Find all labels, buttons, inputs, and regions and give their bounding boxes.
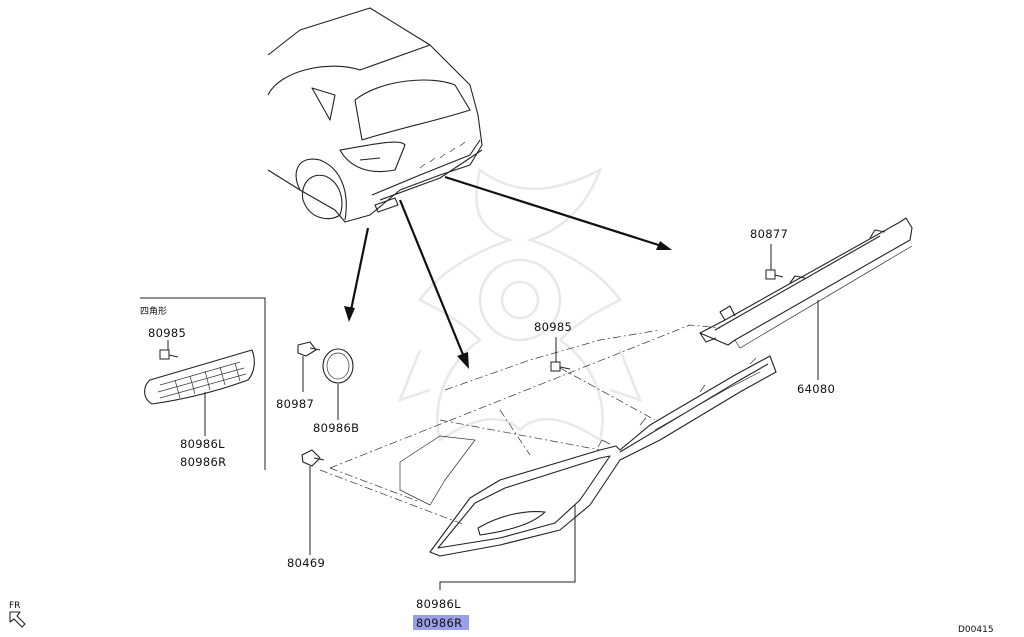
bumper-bracket-64080: 64080 (699, 217, 913, 396)
label-80985-inset: 80985 (148, 326, 186, 340)
car-rear-illustration (267, 7, 483, 223)
side-reflector-square (144, 349, 255, 405)
label-80986B: 80986B (313, 421, 359, 435)
assembly-dash-lines (319, 324, 721, 526)
label-80986R-main: 80986R (416, 616, 462, 630)
label-64080: 64080 (797, 382, 835, 396)
corner-code: D00415 (958, 625, 994, 635)
screw-80985-inset (159, 349, 179, 360)
assembly-leader: 80986L 80986R (413, 505, 576, 630)
highlight-80986R (413, 615, 469, 630)
label-80986L-main: 80986L (416, 597, 461, 611)
clip-80987: 80987 (276, 341, 321, 411)
fr-label: FR (9, 601, 20, 611)
label-80986R-inset: 80986R (180, 455, 226, 469)
screw-80877: 80877 (750, 227, 788, 280)
label-80986L-inset: 80986L (180, 437, 225, 451)
inset-box: 四角形 80985 80986L 80986R (140, 297, 266, 470)
screw-80985-main: 80985 (534, 320, 572, 372)
label-80469: 80469 (287, 556, 325, 570)
watermark-emblem (397, 167, 643, 443)
inset-title: 四角形 (140, 305, 167, 317)
round-reflector-80986B: 80986B (313, 348, 359, 435)
pointer-arrows (344, 175, 672, 369)
front-direction-marker: FR (9, 601, 26, 628)
label-80985-main: 80985 (534, 320, 572, 334)
label-80877: 80877 (750, 227, 788, 241)
label-80987: 80987 (276, 397, 314, 411)
clip-80469: 80469 (287, 449, 325, 570)
rear-reflector-assembly (399, 355, 777, 557)
fr-arrow-icon (9, 611, 26, 628)
